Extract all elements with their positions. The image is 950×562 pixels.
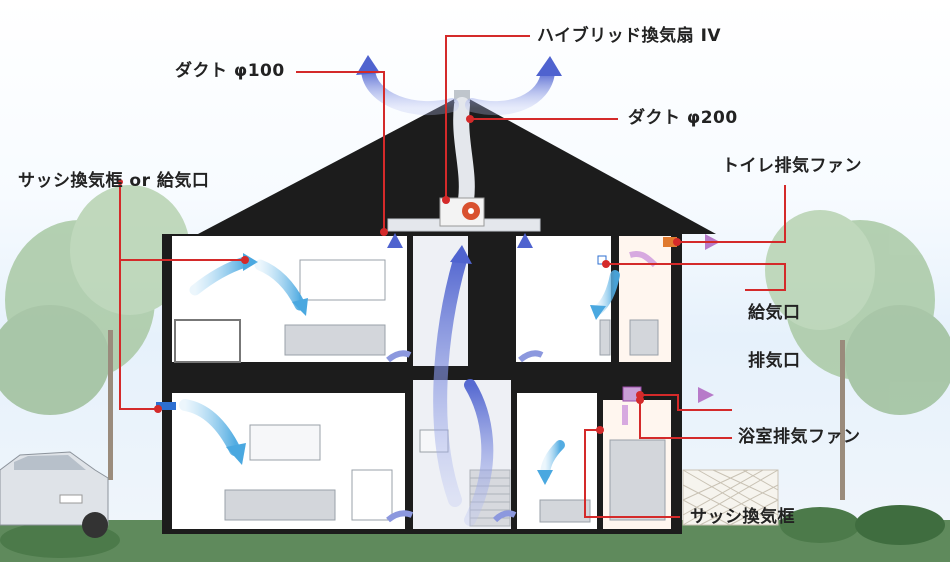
label-hybrid-fan: ハイブリッド換気扇 IV	[537, 26, 722, 46]
leader-lines	[119, 35, 786, 518]
leader-dots	[117, 115, 681, 434]
toilet-fan-marker	[663, 237, 677, 247]
roof	[198, 95, 716, 234]
label-duct-100: ダクト φ100	[175, 61, 285, 81]
furniture	[224, 259, 666, 523]
sash-vent-marker	[156, 402, 176, 410]
car	[0, 451, 109, 538]
label-air-inlet: 給気口	[748, 303, 801, 323]
balcony-rail	[174, 319, 241, 363]
trees-left	[0, 185, 190, 480]
duct-200	[453, 97, 475, 208]
garden-fence	[682, 469, 779, 526]
label-exhaust-port: 排気口	[748, 351, 801, 371]
label-bath-fan: 浴室排気ファン	[738, 427, 861, 447]
label-duct-200: ダクト φ200	[628, 108, 738, 128]
label-sash-or-inlet: サッシ換気框 or 給気口	[18, 171, 210, 191]
airflow-roof-outlet	[356, 55, 562, 116]
airflow-rising-arrows	[386, 233, 544, 526]
label-sash-frame: サッシ換気框	[690, 507, 795, 527]
trees-right	[765, 210, 950, 500]
label-toilet-fan: トイレ排気ファン	[722, 156, 862, 176]
airflow-inlet-arrows	[179, 253, 620, 485]
room-2f-center	[516, 236, 611, 362]
